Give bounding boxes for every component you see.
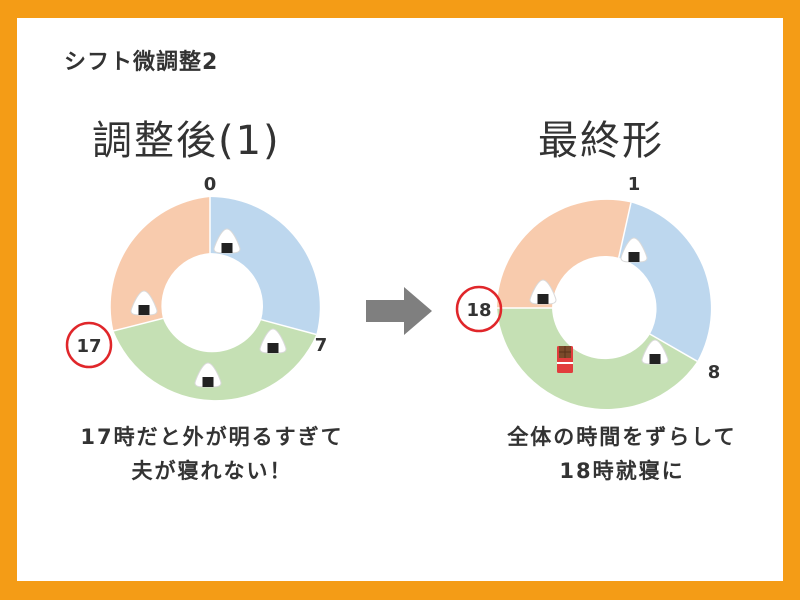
highlight-circle: [455, 285, 503, 333]
right-caption: 全体の時間をずらして 18時就寝に: [442, 420, 800, 488]
left-label-top: 0: [204, 174, 217, 195]
right-panel-title: 最終形: [538, 118, 664, 164]
left-label-right: 7: [315, 335, 328, 356]
left-label-left: 17: [76, 336, 101, 357]
left-segment-free: [110, 197, 210, 331]
chocolate-icon: [557, 346, 573, 373]
page-title: シフト微調整2: [64, 50, 219, 75]
right-segment-free: [497, 199, 631, 308]
left-caption-line2: 夫が寝れない！: [131, 459, 293, 483]
left-panel-title: 調整後(1): [92, 118, 281, 164]
highlight-circle: [65, 321, 113, 369]
left-caption: 17時だと外が明るすぎて 夫が寝れない！: [32, 420, 392, 488]
right-caption-line1: 全体の時間をずらして: [507, 425, 737, 449]
left-segment-sleep: [210, 197, 320, 335]
right-donut-chart: 1 8 18: [455, 174, 721, 410]
right-label-right: 8: [708, 362, 721, 383]
left-segment-work: [113, 318, 317, 401]
right-label-left: 18: [466, 300, 491, 321]
right-caption-line2: 18時就寝に: [559, 459, 685, 483]
right-segment-sleep: [618, 202, 711, 362]
left-donut-chart: 0 7 17: [65, 174, 328, 401]
arrow-right-icon: [366, 287, 432, 335]
left-caption-line1: 17時だと外が明るすぎて: [80, 425, 344, 449]
right-segment-work: [497, 308, 698, 410]
right-label-top: 1: [628, 174, 641, 195]
